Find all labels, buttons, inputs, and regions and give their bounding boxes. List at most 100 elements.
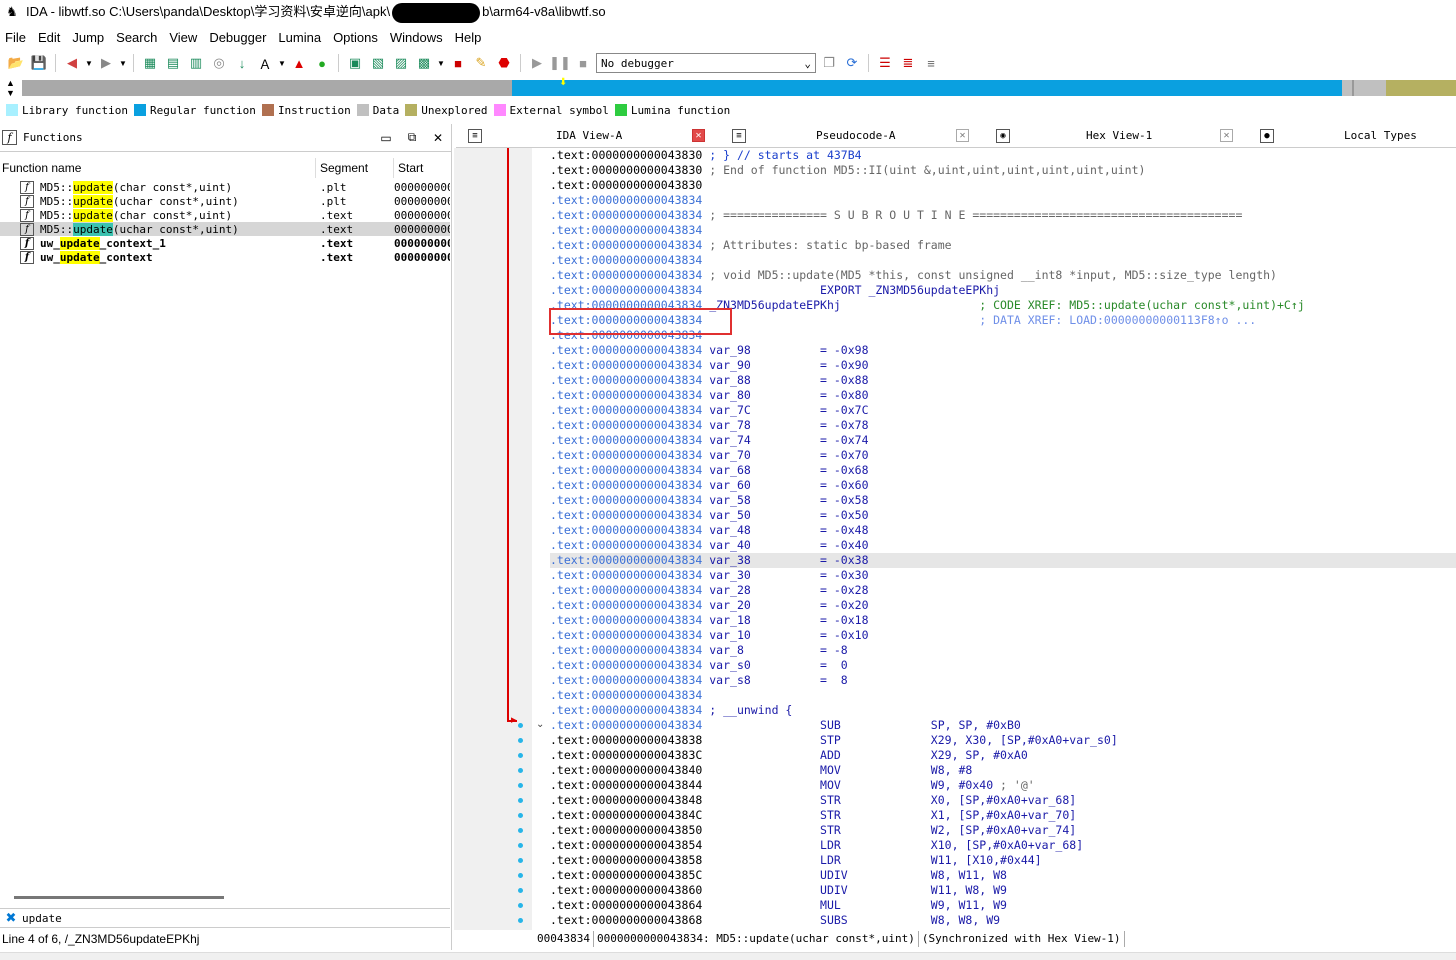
disasm-line[interactable]: .text:0000000000043834 var_88 = -0x88: [550, 373, 1456, 388]
disasm-line[interactable]: .text:0000000000043834 SUB SP, SP, #0xB0: [550, 718, 1456, 733]
column-header-segment[interactable]: Segment: [316, 158, 394, 178]
segments-icon[interactable]: ▣: [348, 55, 362, 70]
graph-icon[interactable]: ▦: [143, 55, 157, 70]
disasm-line[interactable]: .text:0000000000043830 ; End of function…: [550, 163, 1456, 178]
disasm-line[interactable]: .text:0000000000043834 var_78 = -0x78: [550, 418, 1456, 433]
refresh-icon[interactable]: ⟳: [846, 55, 858, 70]
save-icon[interactable]: 💾: [30, 55, 48, 70]
disasm-line[interactable]: .text:0000000000043834 var_80 = -0x80: [550, 388, 1456, 403]
tab-local-types[interactable]: ● Local Types: [1248, 124, 1456, 148]
disasm-line[interactable]: .text:0000000000043834: [550, 223, 1456, 238]
disasm-line[interactable]: .text:0000000000043850 STR W2, [SP,#0xA0…: [550, 823, 1456, 838]
disasm-line[interactable]: .text:0000000000043834 var_40 = -0x40: [550, 538, 1456, 553]
disasm-line[interactable]: .text:000000000004384C STR X1, [SP,#0xA0…: [550, 808, 1456, 823]
float-icon[interactable]: ⧉: [407, 130, 417, 144]
chevron-down-icon[interactable]: ▼: [437, 58, 445, 68]
functions-search-input[interactable]: update: [22, 911, 62, 925]
disasm-line[interactable]: .text:0000000000043834 EXPORT _ZN3MD56up…: [550, 283, 1456, 298]
maximize-icon[interactable]: ▭: [380, 130, 392, 145]
nav-arrows-icon[interactable]: ▲▼: [6, 78, 15, 98]
close-icon[interactable]: ✕: [1220, 129, 1233, 142]
copy-icon[interactable]: ❐: [823, 55, 835, 70]
close-icon[interactable]: ✕: [692, 129, 705, 142]
disasm-line[interactable]: .text:0000000000043834 var_70 = -0x70: [550, 448, 1456, 463]
chevron-down-icon[interactable]: ▼: [85, 58, 93, 68]
chevron-down-icon[interactable]: ▼: [119, 58, 127, 68]
close-icon[interactable]: ✕: [432, 130, 444, 145]
disasm-line[interactable]: .text:0000000000043834 var_30 = -0x30: [550, 568, 1456, 583]
disasm-line[interactable]: .text:0000000000043834 var_48 = -0x48: [550, 523, 1456, 538]
disasm-line[interactable]: .text:0000000000043834 var_50 = -0x50: [550, 508, 1456, 523]
list-red-icon[interactable]: ≣: [902, 55, 914, 70]
disasm-line[interactable]: .text:0000000000043834 var_20 = -0x20: [550, 598, 1456, 613]
disasm-line[interactable]: .text:0000000000043844 MOV W9, #0x40 ; '…: [550, 778, 1456, 793]
tab-pseudocode-a[interactable]: ≡ Pseudocode-A ✕: [720, 124, 984, 148]
xrefs-icon[interactable]: ▩: [417, 55, 431, 70]
collapse-chevron-icon[interactable]: ⌄: [536, 719, 545, 730]
disasm-line[interactable]: .text:0000000000043834 var_7C = -0x7C: [550, 403, 1456, 418]
navigation-band[interactable]: ▲▼ ⬇: [0, 77, 1456, 98]
hex-icon[interactable]: ▥: [189, 55, 203, 70]
menu-windows[interactable]: Windows: [389, 29, 443, 45]
disasm-line[interactable]: .text:0000000000043840 MOV W8, #8: [550, 763, 1456, 778]
tab-hex-view-1[interactable]: ◉ Hex View-1 ✕: [984, 124, 1248, 148]
green-circle-icon[interactable]: ●: [318, 55, 326, 71]
list-icon[interactable]: ☰: [879, 55, 891, 70]
column-header-start[interactable]: Start: [398, 161, 424, 175]
disasm-line[interactable]: .text:0000000000043834 ; DATA XREF: LOAD…: [550, 313, 1456, 328]
clear-search-icon[interactable]: ✖: [5, 910, 17, 925]
disasm-line[interactable]: .text:0000000000043834 var_74 = -0x74: [550, 433, 1456, 448]
menu-search[interactable]: Search: [116, 29, 158, 45]
patch-icon[interactable]: ✎: [475, 55, 487, 70]
stop-sign-icon[interactable]: ▲: [292, 55, 306, 71]
disasm-line[interactable]: .text:0000000000043838 STP X29, X30, [SP…: [550, 733, 1456, 748]
disasm-line[interactable]: .text:0000000000043834 var_18 = -0x18: [550, 613, 1456, 628]
menu-debugger[interactable]: Debugger: [209, 29, 267, 45]
disasm-line[interactable]: .text:0000000000043834 var_28 = -0x28: [550, 583, 1456, 598]
disasm-line[interactable]: .text:0000000000043830 ; } // starts at …: [550, 148, 1456, 163]
enums-icon[interactable]: ▨: [394, 55, 408, 70]
disasm-line[interactable]: .text:0000000000043834: [550, 253, 1456, 268]
jump-icon[interactable]: ◎: [213, 55, 225, 70]
disasm-line[interactable]: .text:0000000000043834 ; ===============…: [550, 208, 1456, 223]
disasm-line[interactable]: .text:000000000004385C UDIV W8, W11, W8: [550, 868, 1456, 883]
disasm-line[interactable]: .text:0000000000043854 LDR X10, [SP,#0xA…: [550, 838, 1456, 853]
column-header-function-name[interactable]: Function name: [0, 158, 316, 178]
disasm-line[interactable]: .text:0000000000043834: [550, 688, 1456, 703]
disasm-line[interactable]: .text:0000000000043830: [550, 178, 1456, 193]
menu-edit[interactable]: Edit: [37, 29, 61, 45]
disasm-line[interactable]: .text:0000000000043834 var_60 = -0x60: [550, 478, 1456, 493]
stop-debug-icon[interactable]: ■: [579, 55, 587, 71]
text-view-icon[interactable]: ▤: [166, 55, 180, 70]
step-down-icon[interactable]: ↓: [238, 55, 246, 71]
disasm-line[interactable]: .text:0000000000043834 ; __unwind {: [550, 703, 1456, 718]
disasm-line[interactable]: .text:0000000000043834 var_s0 = 0: [550, 658, 1456, 673]
disasm-line[interactable]: .text:0000000000043864 MUL W9, W11, W9: [550, 898, 1456, 913]
disasm-line[interactable]: .text:0000000000043834 var_68 = -0x68: [550, 463, 1456, 478]
disasm-line[interactable]: .text:0000000000043834 var_38 = -0x38: [550, 553, 1456, 568]
disasm-line[interactable]: .text:0000000000043834 ; Attributes: sta…: [550, 238, 1456, 253]
menu-view[interactable]: View: [169, 29, 198, 45]
structs-icon[interactable]: ▧: [371, 55, 385, 70]
tab-ida-view-a[interactable]: ≡ IDA View-A ✕: [456, 124, 720, 148]
disasm-line[interactable]: .text:0000000000043834: [550, 193, 1456, 208]
disasm-line[interactable]: .text:0000000000043858 LDR W11, [X10,#0x…: [550, 853, 1456, 868]
disasm-line[interactable]: .text:0000000000043834 var_10 = -0x10: [550, 628, 1456, 643]
open-folder-icon[interactable]: 📂: [7, 55, 25, 70]
debugger-select[interactable]: No debugger ⌄: [596, 53, 816, 73]
menu-lumina[interactable]: Lumina: [278, 29, 322, 45]
disasm-line[interactable]: .text:000000000004383C ADD X29, SP, #0xA…: [550, 748, 1456, 763]
list-grey-icon[interactable]: ≡: [927, 55, 935, 71]
pause-icon[interactable]: ❚❚: [549, 55, 571, 70]
disasm-line[interactable]: .text:0000000000043834: [550, 328, 1456, 343]
disasm-line[interactable]: .text:0000000000043834 var_90 = -0x90: [550, 358, 1456, 373]
run-icon[interactable]: ▶: [532, 55, 542, 70]
back-icon[interactable]: ◀: [67, 55, 77, 70]
disassembly-view[interactable]: ▸ ⌄ .text:0000000000043830 ; } // starts…: [454, 148, 1456, 930]
close-icon[interactable]: ✕: [956, 129, 969, 142]
disasm-line[interactable]: .text:0000000000043834 ; void MD5::updat…: [550, 268, 1456, 283]
